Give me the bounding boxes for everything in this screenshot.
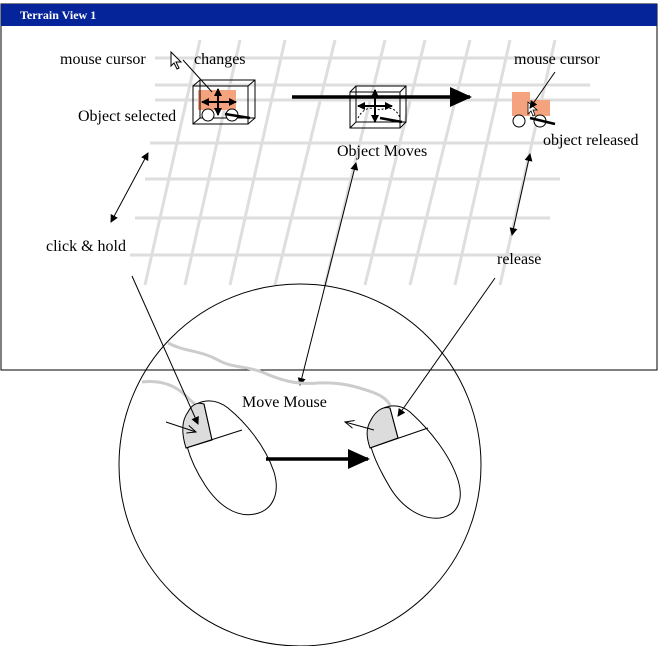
left-click-indicator — [165, 421, 196, 432]
moving-object — [349, 85, 407, 129]
label-mouse-cursor-right: mouse cursor — [514, 51, 600, 68]
click-hold-leader — [131, 275, 199, 425]
label-release: release — [497, 251, 541, 268]
right-release-indicator — [345, 422, 375, 431]
right-mouse — [366, 405, 461, 519]
click-hold-connector — [110, 152, 149, 223]
mouse-cursor-icon — [170, 50, 183, 70]
left-mouse — [182, 400, 277, 516]
mouse-detail-circle — [118, 283, 482, 646]
release-connector — [509, 153, 533, 236]
label-object-released: object released — [543, 132, 639, 149]
label-click-hold: click & hold — [46, 238, 126, 255]
label-object-selected: Object selected — [78, 108, 176, 125]
move-connector — [297, 162, 359, 386]
label-object-moves: Object Moves — [337, 143, 427, 160]
selected-object[interactable] — [192, 79, 256, 125]
mouse-cable — [167, 341, 394, 415]
label-changes: changes — [194, 51, 246, 68]
right-cursor-leader — [529, 71, 556, 109]
label-mouse-cursor-left: mouse cursor — [60, 51, 146, 68]
label-move-mouse: Move Mouse — [242, 394, 327, 411]
window-title-bar[interactable] — [1, 4, 657, 26]
window-title: Terrain View 1 — [20, 8, 96, 22]
release-leader — [397, 277, 496, 417]
cursor-to-object-line — [182, 59, 213, 93]
